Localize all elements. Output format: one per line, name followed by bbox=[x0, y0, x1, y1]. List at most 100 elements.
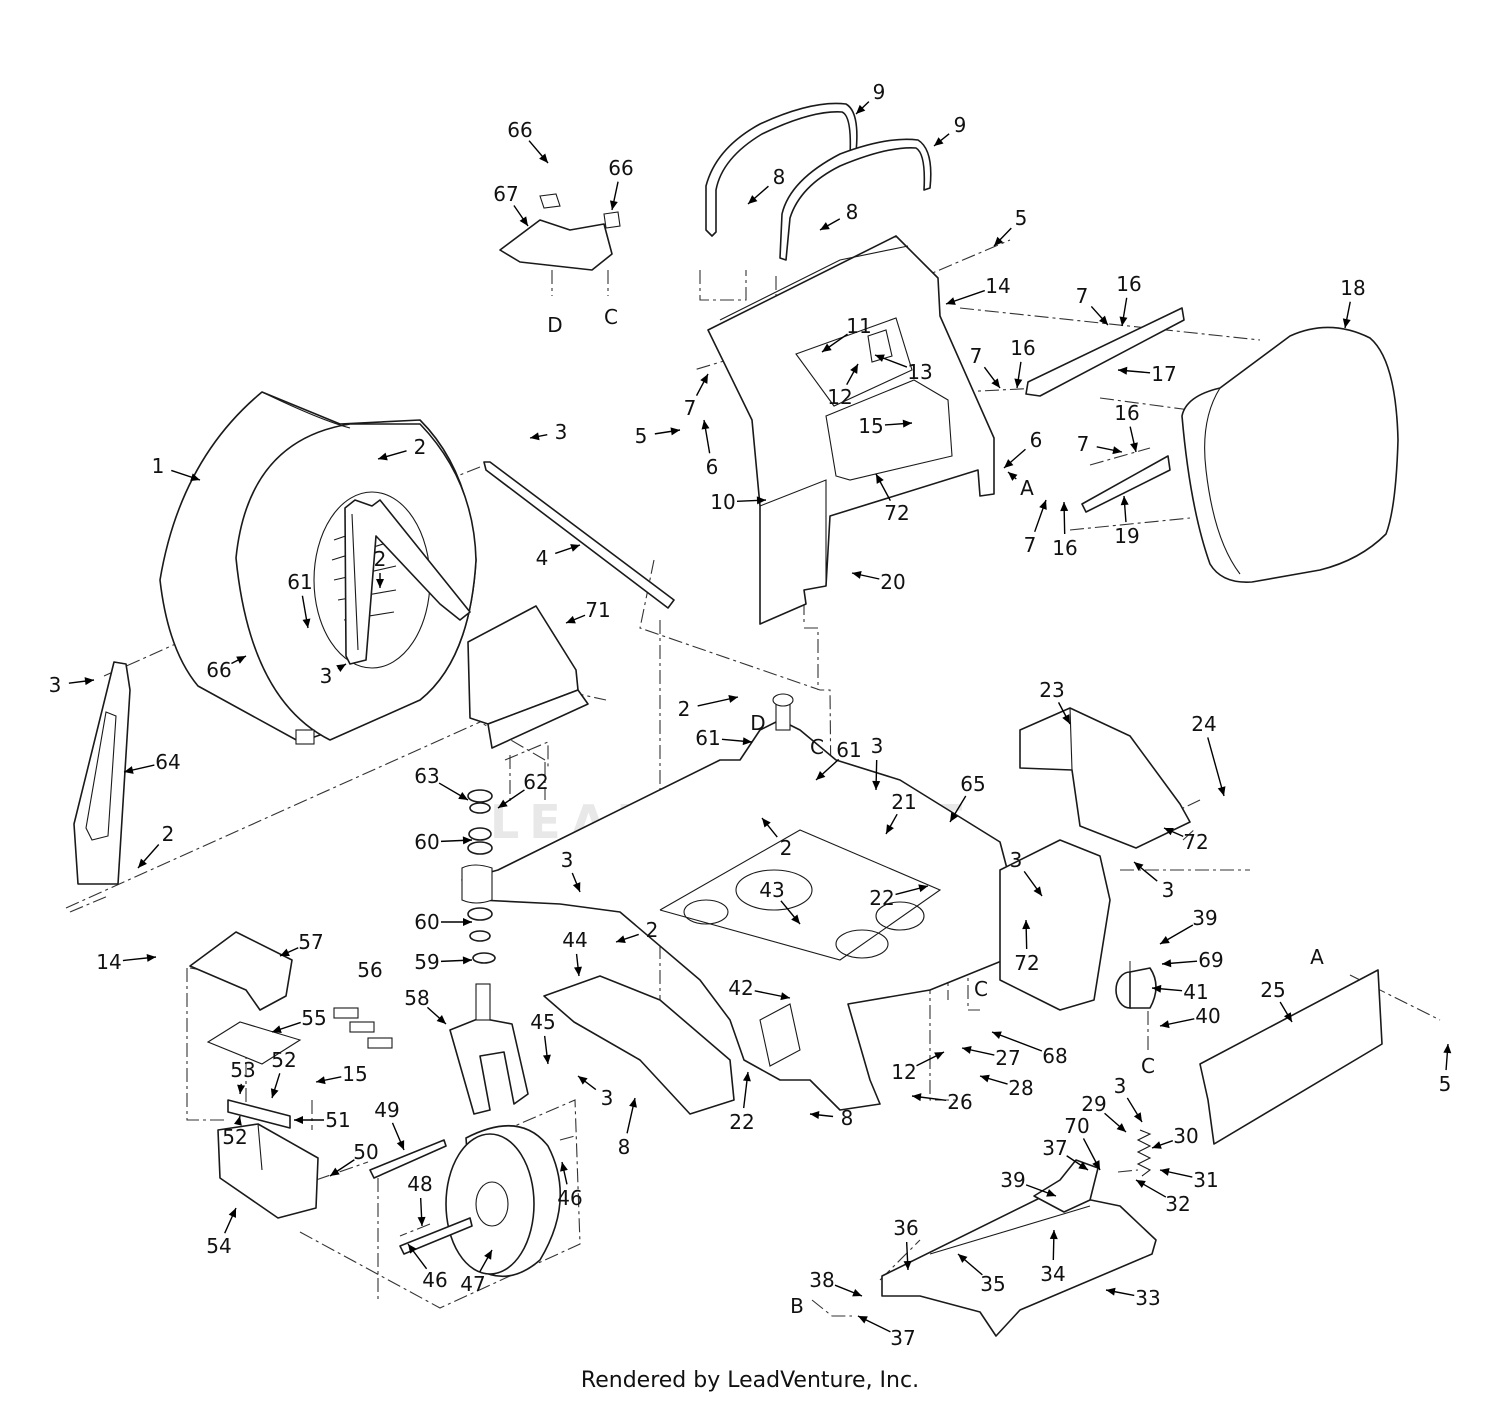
part-callout: 11 bbox=[846, 314, 871, 338]
leader-arrowhead bbox=[1119, 316, 1128, 326]
part-callout: 8 bbox=[618, 1135, 631, 1159]
leader-arrowhead bbox=[572, 882, 581, 892]
part-callout: 5 bbox=[635, 424, 648, 448]
console-frame bbox=[707, 235, 995, 625]
part-callout: 33 bbox=[1135, 1286, 1160, 1310]
part-callout: 60 bbox=[414, 910, 439, 934]
part-callout: C bbox=[1141, 1054, 1155, 1078]
part-callout: 8 bbox=[773, 165, 786, 189]
part-callout: 2 bbox=[374, 547, 387, 571]
leader-arrowhead bbox=[280, 948, 290, 956]
part-callout: 68 bbox=[1042, 1044, 1067, 1068]
leader-arrowhead bbox=[436, 1015, 446, 1024]
part-callout: 2 bbox=[414, 435, 427, 459]
leader-arrowhead bbox=[980, 1074, 990, 1083]
part-callout: C bbox=[604, 305, 618, 329]
leader-arrowhead bbox=[629, 1098, 637, 1108]
part-callout: 23 bbox=[1039, 678, 1064, 702]
leader-arrowhead bbox=[236, 656, 246, 664]
leader-arrowhead bbox=[1342, 318, 1351, 328]
leader-arrowhead bbox=[237, 1084, 246, 1094]
part-callout: 3 bbox=[1114, 1074, 1127, 1098]
part-callout: 2 bbox=[646, 918, 659, 942]
part-callout: 46 bbox=[422, 1268, 447, 1292]
part-callout: 20 bbox=[880, 570, 905, 594]
part-callout: 56 bbox=[357, 958, 382, 982]
part-callout: 10 bbox=[710, 490, 735, 514]
part-callout: C bbox=[810, 735, 824, 759]
leader-arrowhead bbox=[330, 1167, 340, 1176]
part-callout: 24 bbox=[1191, 712, 1216, 736]
leader-arrowhead bbox=[742, 737, 752, 746]
leader-arrowhead bbox=[190, 473, 200, 481]
part-callout: 58 bbox=[404, 986, 429, 1010]
battery-pad bbox=[206, 1021, 302, 1065]
leader-arrowhead bbox=[1060, 502, 1069, 512]
seat-bracket-lower bbox=[1081, 455, 1171, 513]
leader-arrowhead bbox=[84, 677, 94, 686]
part-callout: 65 bbox=[960, 772, 985, 796]
part-callout: 13 bbox=[907, 360, 932, 384]
part-callout: 2 bbox=[162, 822, 175, 846]
leader-arrowhead bbox=[858, 1316, 868, 1324]
leader-arrowhead bbox=[484, 1250, 492, 1260]
leader-arrowhead bbox=[1046, 1189, 1056, 1197]
part-callout: 16 bbox=[1010, 336, 1035, 360]
leader-arrowhead bbox=[1162, 959, 1172, 968]
leader-arrowhead bbox=[856, 104, 866, 114]
leader-arrowhead bbox=[670, 427, 680, 436]
part-callout: 26 bbox=[947, 1090, 972, 1114]
part-callout: 48 bbox=[407, 1172, 432, 1196]
leader-arrowhead bbox=[1120, 496, 1129, 506]
part-callout: 66 bbox=[507, 118, 532, 142]
leader-arrowhead bbox=[810, 1110, 820, 1119]
part-callout: 28 bbox=[1008, 1076, 1033, 1100]
roller bbox=[1115, 967, 1157, 1009]
leader-arrowhead bbox=[701, 420, 710, 430]
leader-arrowhead bbox=[1039, 500, 1047, 510]
leader-arrowhead bbox=[756, 496, 766, 505]
part-callout: 5 bbox=[1015, 206, 1028, 230]
part-callout: 67 bbox=[493, 182, 518, 206]
leader-arrowhead bbox=[872, 780, 881, 790]
part-callout: 69 bbox=[1198, 948, 1223, 972]
part-callout: 8 bbox=[846, 200, 859, 224]
part-callout: 4 bbox=[536, 546, 549, 570]
leader-arrowhead bbox=[1099, 315, 1108, 325]
leader-arrowhead bbox=[1160, 936, 1170, 944]
leader-arrowhead bbox=[1116, 1123, 1126, 1132]
leader-arrowhead bbox=[950, 812, 959, 822]
leader-arrowhead bbox=[1118, 366, 1128, 375]
part-callout: 6 bbox=[1030, 428, 1043, 452]
leader-arrowhead bbox=[270, 1088, 279, 1098]
part-callout: 3 bbox=[1162, 878, 1175, 902]
part-callout: 49 bbox=[374, 1098, 399, 1122]
leader-arrowhead bbox=[780, 992, 790, 1001]
leader-arrowhead bbox=[1217, 786, 1226, 796]
part-callout: D bbox=[547, 313, 562, 337]
leader-arrowhead bbox=[1136, 1180, 1146, 1188]
part-callout: 61 bbox=[287, 570, 312, 594]
part-callout: 66 bbox=[206, 658, 231, 682]
part-callout: A bbox=[1020, 476, 1034, 500]
leader-arrowhead bbox=[1049, 1230, 1058, 1240]
leader-arrowhead bbox=[378, 452, 388, 461]
leader-arrowhead bbox=[1033, 886, 1042, 896]
engine-cover bbox=[1019, 707, 1191, 849]
leader-arrowhead bbox=[1164, 827, 1174, 836]
part-callout: 32 bbox=[1165, 1192, 1190, 1216]
leader-arrowhead bbox=[1014, 378, 1023, 388]
part-callout: 9 bbox=[954, 113, 967, 137]
leader-arrowhead bbox=[1130, 442, 1138, 452]
leader-arrowhead bbox=[850, 364, 858, 374]
leader-arrowhead bbox=[138, 858, 147, 868]
part-callout: 59 bbox=[414, 950, 439, 974]
return-spring bbox=[1136, 1129, 1152, 1177]
part-callout: 5 bbox=[1439, 1072, 1452, 1096]
part-callout: 72 bbox=[884, 501, 909, 525]
part-callout: 31 bbox=[1193, 1168, 1218, 1192]
blower-housing bbox=[159, 391, 477, 745]
handle-bars bbox=[705, 102, 932, 261]
leader-arrowhead bbox=[700, 374, 708, 384]
part-callout: 3 bbox=[601, 1086, 614, 1110]
